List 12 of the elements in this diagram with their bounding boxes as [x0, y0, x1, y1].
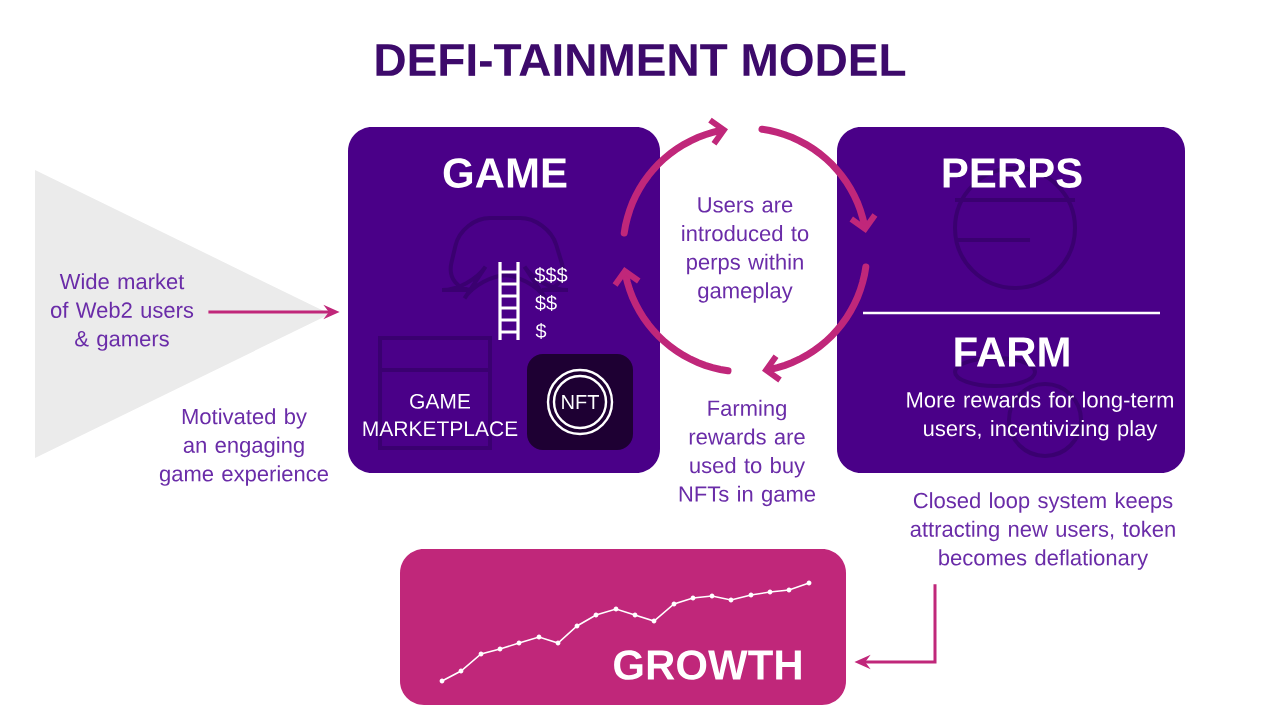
price-label: $$$	[534, 266, 568, 284]
title: DEFI-TAINMENT MODEL	[376, 43, 906, 77]
panel-title: GROWTH	[614, 650, 801, 680]
cycle-text: Users are introduced to perps within gameplay	[682, 197, 809, 303]
note-text: Farming rewards are used to buy NFTs in game	[679, 399, 816, 507]
panel-title: PERPS	[943, 158, 1082, 188]
price-label: $$	[535, 294, 557, 312]
panel-title: FARM	[955, 337, 1069, 367]
panel-text: More rewards for long-term users, incentivizing play	[907, 391, 1173, 441]
marketplace-label: GAME MARKETPLACE	[363, 393, 518, 437]
note-text: Closed loop system keeps attracting new users, token becomes deflationary	[910, 492, 1175, 570]
panel-title: GAME	[443, 158, 567, 188]
